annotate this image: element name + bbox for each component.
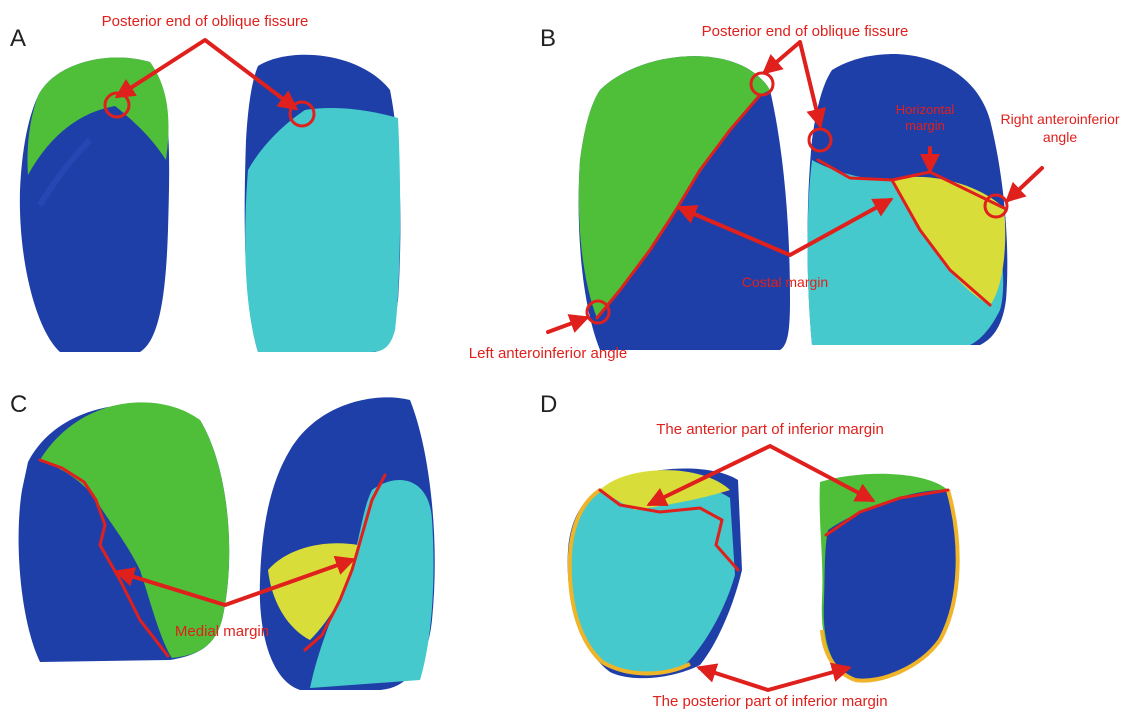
panel-b-label-costal: Costal margin — [742, 274, 828, 290]
panel-c: C Medial margin — [10, 391, 435, 690]
panel-c-right-lung — [260, 397, 435, 690]
panel-c-letter: C — [10, 391, 27, 418]
panel-b-label-horizontal-2: margin — [905, 118, 945, 133]
panel-a-right-lung — [245, 55, 401, 352]
panel-d-right-base — [820, 474, 958, 681]
panel-d: D The anterior part of inferior margin T… — [540, 391, 958, 710]
panel-b-left-lung — [579, 56, 790, 350]
panel-b-label-horizontal-1: Horizontal — [896, 102, 955, 117]
panel-b-label-posterior-end: Posterior end of oblique fissure — [702, 23, 909, 40]
panel-a-letter: A — [10, 25, 26, 52]
panel-b-left-angle-arrow — [548, 318, 586, 332]
panel-a-left-lung — [20, 57, 169, 352]
panel-b-label-right-angle-2: angle — [1043, 129, 1077, 145]
panel-a: A Posterior end of oblique fissure — [10, 13, 400, 352]
panel-b-label-left-angle: Left anteroinferior angle — [469, 345, 627, 362]
panel-d-label-anterior: The anterior part of inferior margin — [656, 421, 884, 438]
panel-b-label-right-angle-1: Right anteroinferior — [1000, 111, 1119, 127]
panel-b: B Posterior end of oblique fissure Horiz… — [469, 23, 1120, 362]
panel-d-posterior-arrows — [700, 668, 848, 690]
panel-a-label-posterior-end: Posterior end of oblique fissure — [102, 13, 309, 30]
panel-d-label-posterior: The posterior part of inferior margin — [652, 693, 887, 710]
panel-d-letter: D — [540, 391, 557, 418]
panel-b-right-angle-arrow — [1008, 168, 1042, 200]
panel-b-letter: B — [540, 25, 556, 52]
panel-c-label-medial: Medial margin — [175, 623, 269, 640]
panel-b-right-lung — [808, 54, 1008, 345]
